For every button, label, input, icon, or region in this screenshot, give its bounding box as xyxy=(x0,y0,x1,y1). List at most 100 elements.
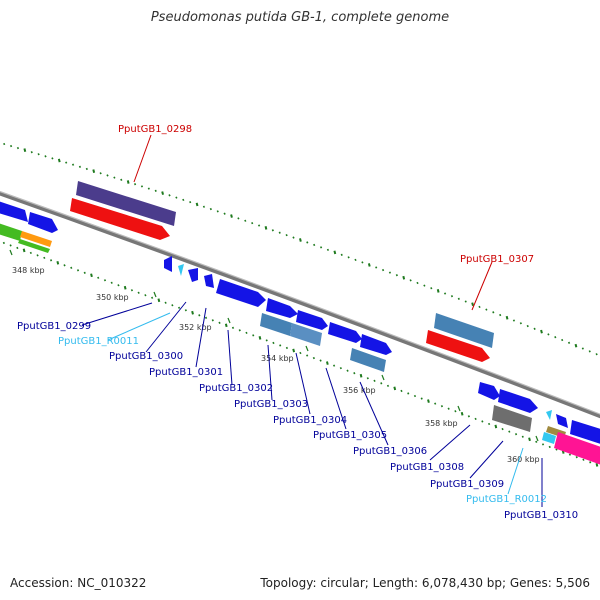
gc-dot xyxy=(23,148,27,152)
genome-summary-text: Topology: circular; Length: 6,078,430 bp… xyxy=(260,576,590,590)
gc-dot xyxy=(366,377,369,380)
steel-feature[interactable] xyxy=(350,348,386,372)
cds-feature[interactable] xyxy=(0,200,28,222)
gc-dot xyxy=(487,422,491,426)
gc-dot xyxy=(306,241,309,244)
tick-label: 358 kbp xyxy=(425,419,458,428)
gc-dot xyxy=(339,366,342,370)
gc-dot xyxy=(380,382,383,385)
gc-dot xyxy=(202,205,206,208)
gc-dot xyxy=(244,219,247,222)
gc-dot xyxy=(595,353,598,356)
gc-dot xyxy=(589,461,592,464)
red-feature-pputgb1-0307[interactable] xyxy=(426,330,490,362)
steel-feature[interactable] xyxy=(290,323,322,346)
gc-dot xyxy=(36,254,39,257)
gene-label-pputgb1-0308[interactable]: PputGB1_0308 xyxy=(390,462,464,473)
pink-feature[interactable] xyxy=(554,432,600,466)
cds-feature[interactable] xyxy=(204,274,214,288)
gene-label-pputgb1-0302[interactable]: PputGB1_0302 xyxy=(199,383,273,394)
gc-dot xyxy=(49,259,53,262)
gene-label-pputgb1-0309[interactable]: PputGB1_0309 xyxy=(430,479,504,490)
cds-feature[interactable] xyxy=(498,389,538,413)
gene-label-pputgb1-0310[interactable]: PputGB1_0310 xyxy=(504,510,578,521)
cds-feature-0305[interactable] xyxy=(328,322,362,343)
gc-dot xyxy=(168,194,171,197)
gene-label-pputgb1-0301[interactable]: PputGB1_0301 xyxy=(149,367,223,378)
gene-label-pputgb1-r0012[interactable]: PputGB1_R0012 xyxy=(466,494,547,505)
gene-label-pputgb1-0304[interactable]: PputGB1_0304 xyxy=(273,415,347,426)
gc-dot xyxy=(485,308,488,311)
gc-dot xyxy=(137,291,140,294)
rna-feature-r0011[interactable] xyxy=(178,264,184,276)
orange-feature[interactable] xyxy=(20,231,52,247)
cds-feature-0308[interactable] xyxy=(478,382,500,400)
cds-feature-0301[interactable] xyxy=(216,279,266,307)
gc-dot xyxy=(519,322,522,325)
gc-dot xyxy=(245,331,248,335)
cds-feature-0310[interactable] xyxy=(556,414,568,428)
cds-feature-0303[interactable] xyxy=(266,298,298,318)
red-feature-pputgb1-0298[interactable] xyxy=(70,198,170,240)
gc-dot xyxy=(595,463,599,467)
gene-label-pputgb1-0307[interactable]: PputGB1_0307 xyxy=(460,254,534,265)
steel-feature-0307[interactable] xyxy=(434,313,494,348)
gene-label-pputgb1-0305[interactable]: PputGB1_0305 xyxy=(313,430,387,441)
gray-feature-0309[interactable] xyxy=(492,405,532,432)
gc-dot xyxy=(528,437,531,442)
rna-feature-r0012[interactable] xyxy=(546,410,552,420)
cds-feature-0304[interactable] xyxy=(296,310,328,330)
genome-backbone-highlight xyxy=(0,190,600,415)
gc-dot xyxy=(164,301,167,304)
gc-dot xyxy=(22,248,26,253)
gc-dot xyxy=(70,266,73,269)
gc-dot xyxy=(440,405,444,408)
gc-dot xyxy=(238,329,241,332)
gc-dot xyxy=(204,316,208,319)
gc-dot xyxy=(457,297,460,300)
gc-dot xyxy=(299,238,302,242)
gc-dot xyxy=(361,261,364,264)
gc-dot xyxy=(271,229,274,232)
gc-dot xyxy=(154,189,157,193)
gc-dot xyxy=(63,264,66,267)
gc-dot xyxy=(198,314,201,317)
gene-label-pputgb1-0299[interactable]: PputGB1_0299 xyxy=(17,321,91,332)
tick-label: 360 kbp xyxy=(507,455,540,464)
gc-dot xyxy=(319,359,322,362)
gene-label-pputgb1-0298[interactable]: PputGB1_0298 xyxy=(118,124,192,135)
gc-dot xyxy=(106,174,109,177)
cds-feature[interactable] xyxy=(28,212,58,233)
gc-dot xyxy=(237,217,240,220)
gc-dot xyxy=(436,289,440,293)
gc-dot xyxy=(574,343,578,348)
gc-dot xyxy=(223,212,226,215)
green-feature[interactable] xyxy=(0,222,22,241)
gc-dot xyxy=(494,424,498,429)
gene-label-pputgb1-0300[interactable]: PputGB1_0300 xyxy=(109,351,183,362)
gene-label-pputgb1-0306[interactable]: PputGB1_0306 xyxy=(353,446,427,457)
gc-dot xyxy=(120,178,123,181)
gc-dot xyxy=(373,379,376,382)
gene-label-pputgb1-r0011[interactable]: PputGB1_R0011 xyxy=(58,336,139,347)
cds-feature[interactable] xyxy=(164,256,172,272)
cds-feature[interactable] xyxy=(188,268,198,282)
gc-dot xyxy=(481,420,484,423)
gc-dot xyxy=(540,329,543,334)
cds-feature-0306[interactable] xyxy=(360,334,392,355)
purple-feature[interactable] xyxy=(76,181,176,226)
gene-label-pputgb1-0303[interactable]: PputGB1_0303 xyxy=(234,399,308,410)
gc-dot xyxy=(325,361,329,365)
gc-dot xyxy=(508,430,511,433)
gc-dot xyxy=(521,435,524,438)
gc-dot xyxy=(447,407,450,410)
rna-feature[interactable] xyxy=(542,432,556,444)
gc-dot xyxy=(92,169,96,173)
gc-dot xyxy=(9,244,12,247)
green-feature[interactable] xyxy=(18,239,50,253)
gc-dot xyxy=(117,284,120,287)
gc-dot xyxy=(230,214,233,218)
gc-dot xyxy=(340,253,343,257)
cds-feature[interactable] xyxy=(570,420,600,445)
steel-feature[interactable] xyxy=(260,313,292,336)
